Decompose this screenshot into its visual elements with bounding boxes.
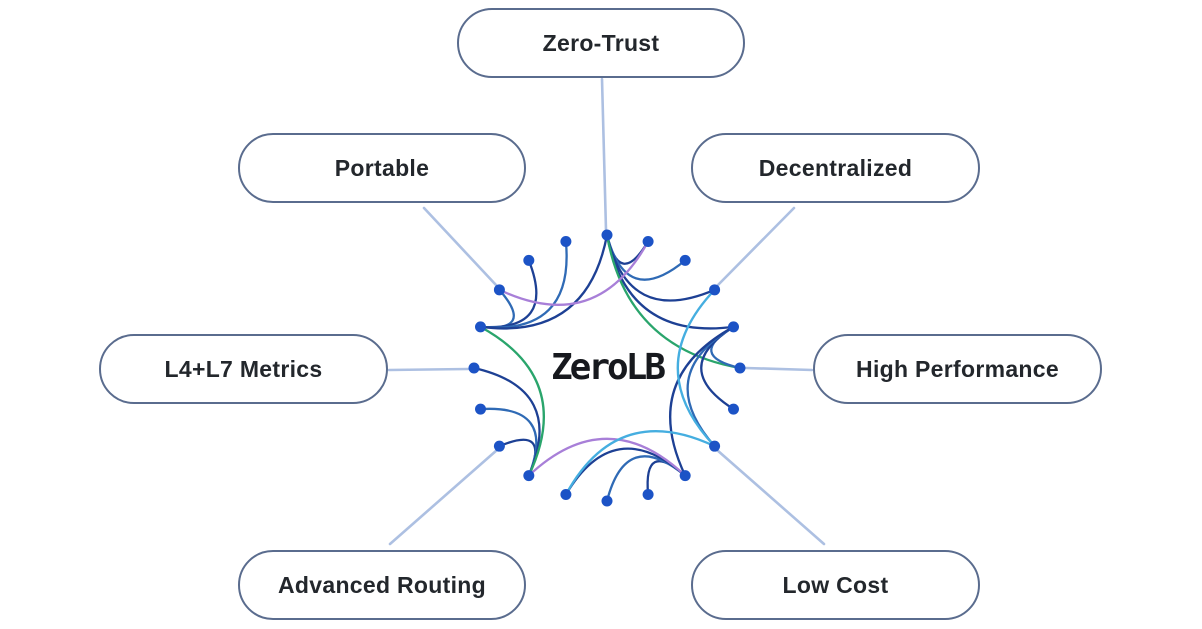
feature-pill-label: Low Cost xyxy=(782,571,889,598)
mesh-node xyxy=(679,254,691,266)
feature-pill-zero-trust: Zero-Trust xyxy=(457,8,745,78)
mesh-node xyxy=(709,284,721,296)
mesh-arc xyxy=(605,233,735,330)
feature-pill-advanced-routing: Advanced Routing xyxy=(238,550,526,620)
mesh-node xyxy=(523,470,535,482)
mesh-node xyxy=(642,488,654,500)
feature-pill-label: Advanced Routing xyxy=(278,571,486,598)
mesh-arc xyxy=(564,430,716,496)
mesh-node xyxy=(642,236,654,248)
connector-line-portable xyxy=(422,206,498,287)
feature-pill-label: Zero-Trust xyxy=(542,29,660,56)
feature-pill-l4-l7-metrics: L4+L7 Metrics xyxy=(99,334,388,404)
mesh-node xyxy=(523,254,535,266)
mesh-arc xyxy=(479,233,609,330)
feature-pill-decentralized: Decentralized xyxy=(691,133,980,203)
mesh-node xyxy=(560,488,572,500)
mesh-arc xyxy=(676,288,716,448)
connector-line-low-cost xyxy=(715,448,826,546)
mesh-node xyxy=(727,403,739,415)
mesh-node xyxy=(709,440,721,452)
feature-pill-label: Portable xyxy=(334,154,430,181)
mesh-arc xyxy=(564,447,687,496)
mesh-arc xyxy=(479,240,568,329)
connector-line-l4-l7-metrics xyxy=(387,367,470,372)
feature-pill-label: L4+L7 Metrics xyxy=(164,355,323,382)
feature-pill-label: High Performance xyxy=(856,355,1059,382)
mesh-node xyxy=(601,229,613,241)
mesh-node xyxy=(475,403,487,415)
connector-line-zero-trust xyxy=(600,77,608,232)
mesh-arc xyxy=(479,325,545,477)
feature-pill-high-performance: High Performance xyxy=(813,334,1102,404)
mesh-arc xyxy=(527,437,687,477)
connector-line-decentralized xyxy=(716,206,796,287)
mesh-node xyxy=(468,362,480,374)
mesh-arc xyxy=(646,460,687,496)
feature-pill-label: Decentralized xyxy=(758,154,913,181)
mesh-node xyxy=(493,284,505,296)
mesh-node xyxy=(560,236,572,248)
mesh-node xyxy=(601,495,613,507)
mesh-arc xyxy=(605,233,716,302)
mesh-node xyxy=(679,470,691,482)
mesh-node xyxy=(727,321,739,333)
mesh-arc xyxy=(669,325,735,477)
mesh-arc xyxy=(605,233,742,370)
connector-line-high-performance xyxy=(744,366,814,372)
mesh-arc xyxy=(498,240,650,306)
center-title: ZeroLB xyxy=(550,347,666,388)
feature-pill-portable: Portable xyxy=(238,133,526,203)
mesh-arc xyxy=(479,288,515,329)
mesh-node xyxy=(493,440,505,452)
mesh-node xyxy=(734,362,746,374)
connector-line-advanced-routing xyxy=(388,448,499,546)
feature-pill-low-cost: Low Cost xyxy=(691,550,980,620)
mesh-arc xyxy=(686,325,735,448)
mesh-node xyxy=(475,321,487,333)
